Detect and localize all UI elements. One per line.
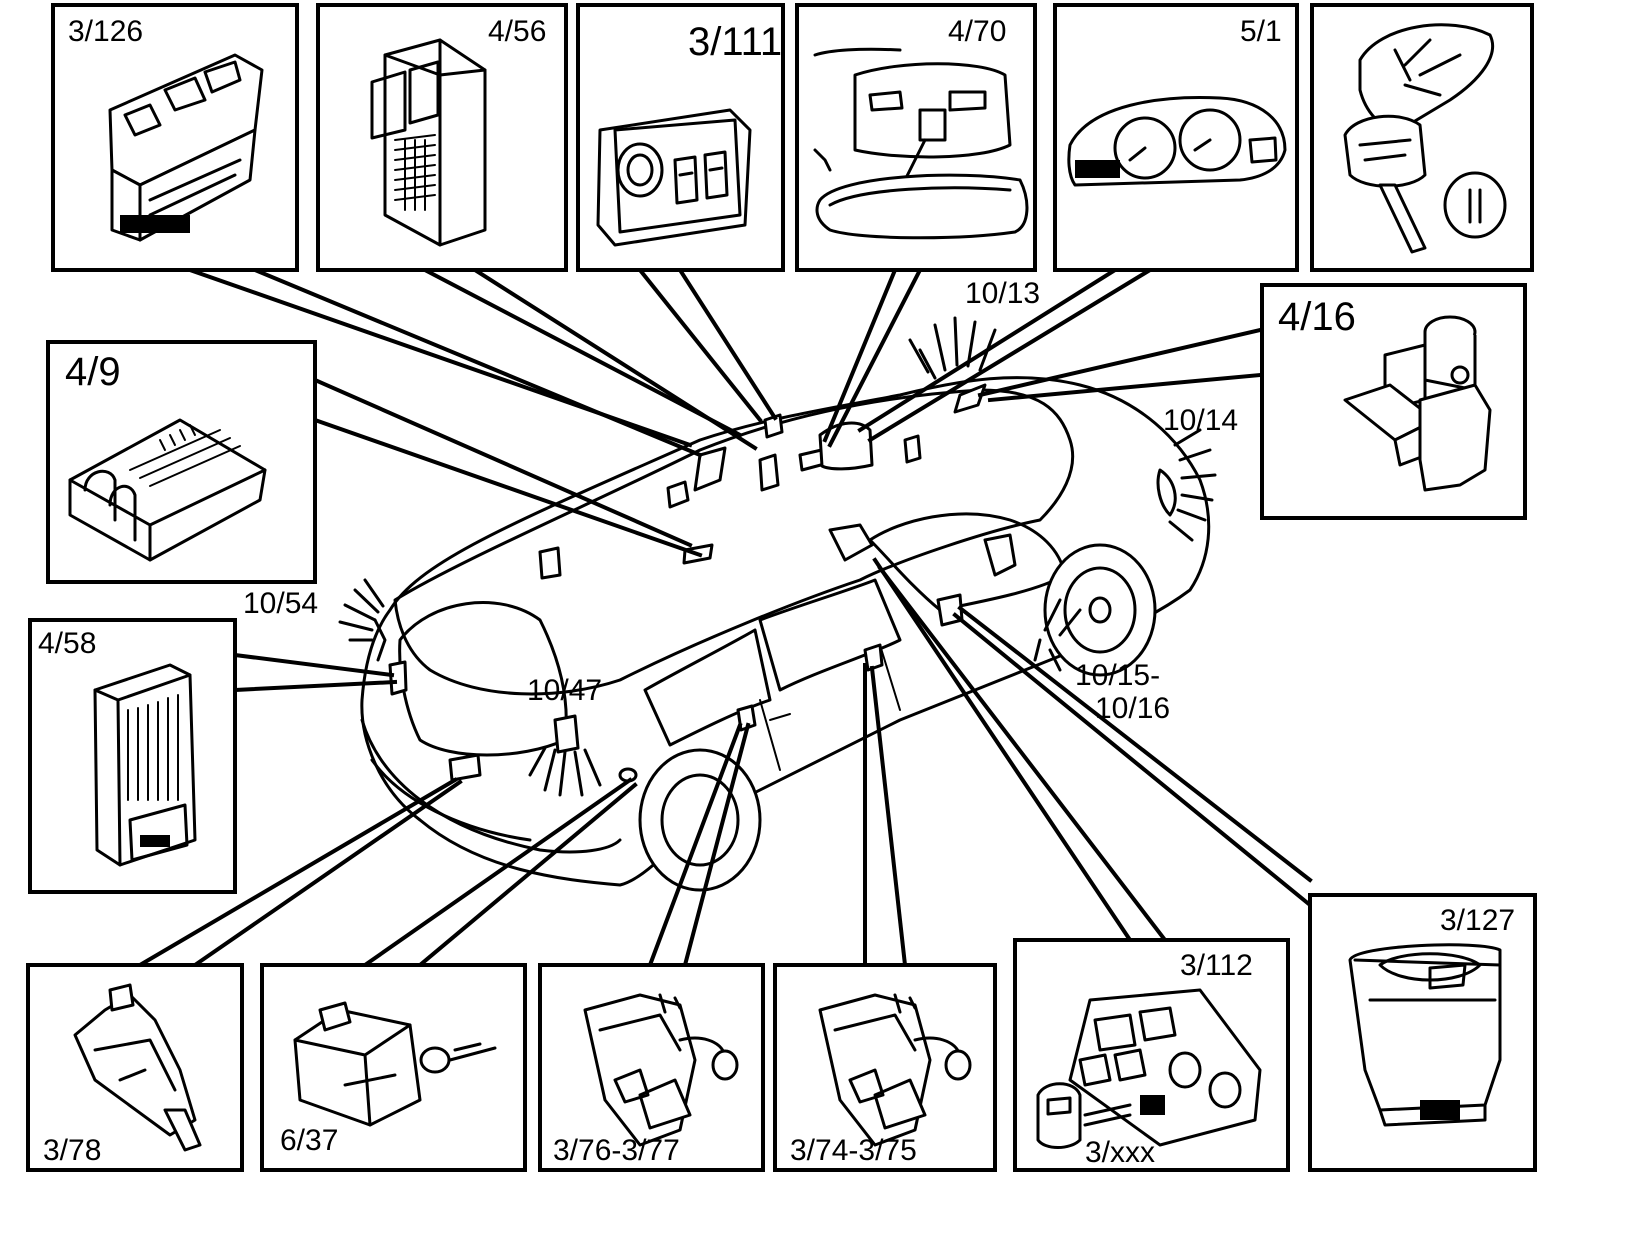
remote-key-drawing bbox=[1343, 23, 1507, 254]
label-4-70: 4/70 bbox=[948, 15, 1006, 48]
fuel-filler-lock-motor-drawing bbox=[293, 1001, 497, 1127]
rear-door-lock-drawing bbox=[583, 993, 739, 1147]
driver-door-switch-panel-drawing bbox=[1036, 988, 1262, 1149]
label-10-14: 10/14 bbox=[1163, 404, 1238, 437]
rear-view-mirror-drawing bbox=[813, 47, 1029, 240]
label-3-126: 3/126 bbox=[68, 15, 143, 48]
control-module-4-56-drawing bbox=[370, 38, 487, 247]
car-illustration bbox=[360, 376, 1211, 892]
label-3-112: 3/112 bbox=[1180, 949, 1253, 982]
label-6-37: 6/37 bbox=[280, 1124, 338, 1157]
leader-lines bbox=[137, 267, 1313, 968]
light-switch-drawing bbox=[596, 108, 752, 247]
label-10-13: 10/13 bbox=[965, 277, 1040, 310]
label-3-xxx: 3/xxx bbox=[1085, 1136, 1155, 1169]
passenger-window-switch-drawing bbox=[1348, 943, 1502, 1127]
label-3-78: 3/78 bbox=[43, 1134, 101, 1167]
instrument-cluster-drawing bbox=[1067, 96, 1287, 187]
label-4-56: 4/56 bbox=[488, 15, 546, 48]
front-door-lock-drawing bbox=[818, 993, 972, 1147]
light-rays bbox=[338, 316, 1217, 797]
label-3-127: 3/127 bbox=[1440, 904, 1515, 937]
control-module-4-58-drawing bbox=[93, 663, 197, 867]
tailgate-lock-actuator-drawing bbox=[73, 983, 202, 1152]
label-4-16: 4/16 bbox=[1278, 295, 1356, 339]
label-10-47: 10/47 bbox=[527, 674, 602, 707]
label-4-58: 4/58 bbox=[38, 627, 96, 660]
ignition-switch-drawing bbox=[1343, 315, 1492, 492]
label-10-15: 10/15- bbox=[1075, 659, 1160, 692]
control-module-4-9-drawing bbox=[68, 418, 267, 562]
window-switch-drawing bbox=[108, 53, 264, 242]
label-4-9: 4/9 bbox=[65, 350, 121, 394]
label-3-76-3-77: 3/76-3/77 bbox=[553, 1134, 680, 1167]
label-5-1: 5/1 bbox=[1240, 15, 1282, 48]
label-10-16: 10/16 bbox=[1095, 692, 1170, 725]
component-labels: 3/126 4/56 3/111 4/70 5/1 4/16 4/9 4/58 … bbox=[38, 15, 1515, 1169]
label-3-111: 3/111 bbox=[688, 20, 782, 64]
label-3-74-3-75: 3/74-3/75 bbox=[790, 1134, 917, 1167]
label-10-54: 10/54 bbox=[243, 587, 318, 620]
